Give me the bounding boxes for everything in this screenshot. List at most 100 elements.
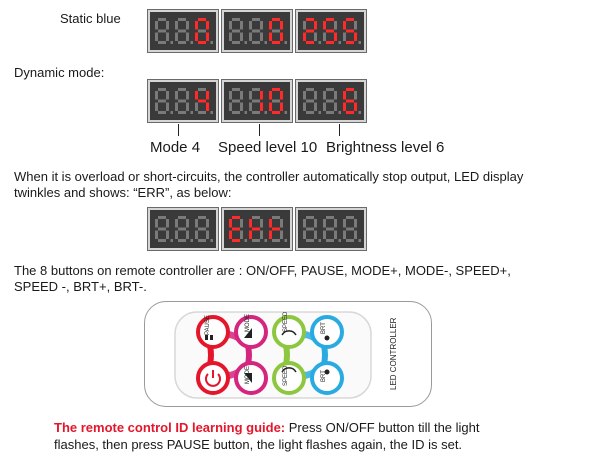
segment-b	[206, 91, 209, 100]
mode-plus-label: MODE	[245, 314, 251, 332]
speed-plus-button[interactable]	[272, 315, 306, 349]
remote-button-pad: PAUSE MODE SPEED BRT MODE SPEED BRT LED …	[174, 311, 398, 399]
segment-e	[343, 230, 346, 239]
segment-d	[272, 239, 280, 242]
decimal-point	[318, 239, 321, 242]
brt-minus-button[interactable]	[310, 361, 344, 395]
brt-plus-button[interactable]	[310, 315, 344, 349]
segment-a	[346, 216, 354, 219]
segment-e	[303, 102, 306, 111]
decimal-point	[210, 239, 213, 242]
decimal-point	[210, 111, 213, 114]
segment-c	[166, 102, 169, 111]
segment-a	[346, 18, 354, 21]
speed-minus-button[interactable]	[272, 361, 306, 395]
segment-d	[232, 41, 240, 44]
decimal-point	[338, 239, 341, 242]
brt-plus-label: BRT	[321, 322, 327, 334]
segment-e	[343, 102, 346, 111]
static-display-3-digits	[303, 18, 361, 44]
segment-d	[178, 111, 186, 114]
segment-d	[346, 111, 354, 114]
segment-b	[334, 21, 337, 30]
decimal-point	[358, 41, 361, 44]
static-display-3	[296, 10, 366, 52]
segment-c	[166, 32, 169, 41]
decimal-point	[244, 41, 247, 44]
segment-c	[206, 32, 209, 41]
segment-d	[306, 111, 314, 114]
segment-d	[326, 111, 334, 114]
decimal-point	[264, 41, 267, 44]
segment-f	[323, 219, 326, 228]
guide-line-1: The remote control ID learning guide: Pr…	[54, 419, 480, 436]
segment-b	[334, 91, 337, 100]
segment-e	[195, 230, 198, 239]
dynamic-display-1-digits	[155, 88, 213, 114]
power-button[interactable]	[196, 361, 230, 395]
static-blue-label: Static blue	[60, 11, 121, 26]
segment-c	[186, 32, 189, 41]
segment-e	[269, 230, 272, 239]
segment-g	[272, 99, 280, 103]
buttons-text-line-2: SPEED -, BRT+, BRT-.	[14, 279, 147, 294]
pause-button[interactable]	[196, 315, 230, 349]
segment-f	[343, 91, 346, 100]
segment-e	[323, 230, 326, 239]
segment-g	[178, 29, 186, 33]
segment-c	[314, 230, 317, 239]
segment-g	[232, 227, 240, 231]
segment-f	[155, 219, 158, 228]
segment-c	[260, 102, 263, 111]
segment-g	[198, 227, 206, 231]
segment-b	[206, 21, 209, 30]
decimal-point	[190, 111, 193, 114]
segment-f	[195, 219, 198, 228]
segment-g	[326, 227, 334, 231]
static-display-1	[148, 10, 218, 52]
segment-a	[272, 18, 280, 21]
decimal-point	[170, 41, 173, 44]
segment-d	[346, 239, 354, 242]
segment-f	[269, 21, 272, 30]
segment-d	[198, 111, 206, 114]
mode-minus-button[interactable]	[234, 361, 268, 395]
decimal-point	[318, 111, 321, 114]
segment-a	[272, 216, 280, 219]
segment-e	[323, 102, 326, 111]
segment-e	[249, 230, 252, 239]
segment-d	[306, 41, 314, 44]
error-display-1-digits	[155, 216, 213, 242]
error-display-2	[222, 208, 292, 250]
decimal-point	[170, 111, 173, 114]
segment-g	[158, 227, 166, 231]
mode-plus-button[interactable]	[234, 315, 268, 349]
segment-g	[198, 29, 206, 33]
segment-b	[334, 219, 337, 228]
error-display-2-digits	[229, 216, 287, 242]
segment-c	[354, 32, 357, 41]
error-display-3-digits	[303, 216, 361, 242]
segment-d	[326, 239, 334, 242]
segment-f	[343, 219, 346, 228]
segment-g	[346, 227, 354, 231]
segment-g	[252, 29, 260, 33]
decimal-point	[244, 111, 247, 114]
segment-g	[346, 99, 354, 103]
segment-c	[334, 32, 337, 41]
segment-e	[195, 32, 198, 41]
segment-a	[158, 18, 166, 21]
segment-a	[232, 88, 240, 91]
segment-f	[249, 219, 252, 228]
segment-f	[229, 219, 232, 228]
segment-g	[232, 99, 240, 103]
segment-a	[232, 216, 240, 219]
segment-c	[166, 230, 169, 239]
segment-f	[155, 21, 158, 30]
segment-e	[303, 230, 306, 239]
segment-a	[306, 18, 314, 21]
segment-b	[314, 91, 317, 100]
segment-c	[334, 102, 337, 111]
segment-d	[178, 239, 186, 242]
segment-g	[272, 29, 280, 33]
